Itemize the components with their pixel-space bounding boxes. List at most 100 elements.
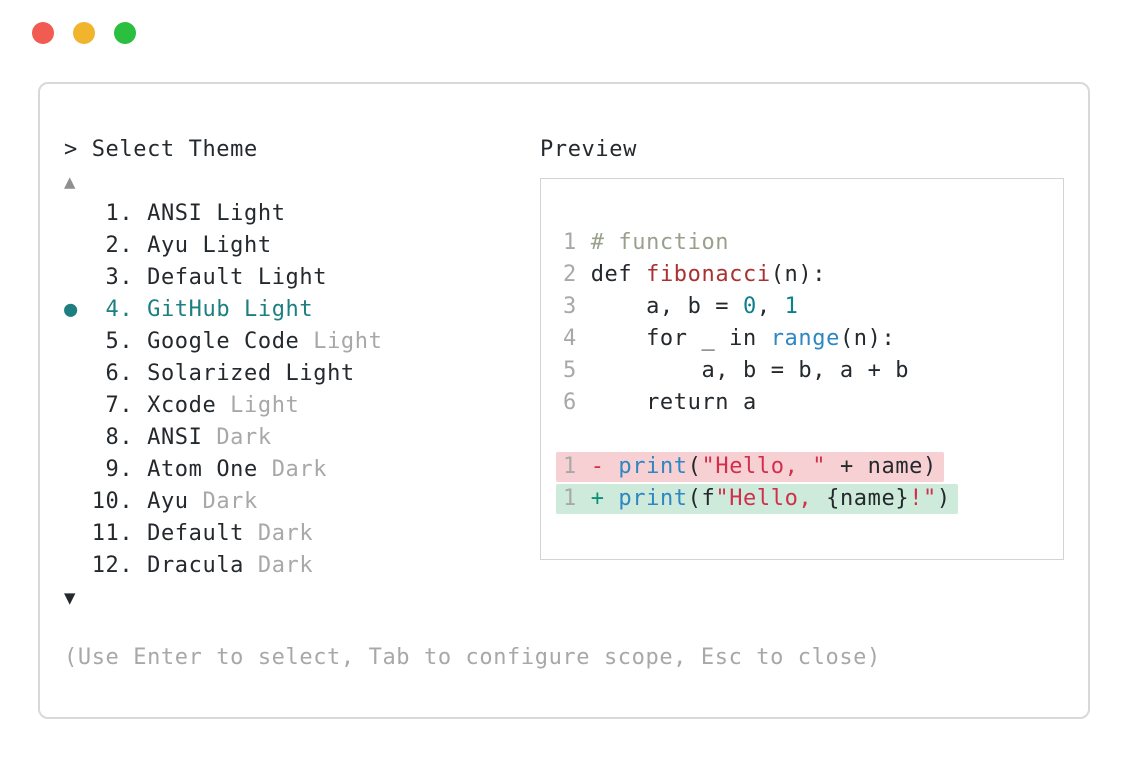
- theme-item-suffix: Dark: [202, 425, 272, 450]
- theme-item-12-dracula-dark[interactable]: 12. Dracula Dark: [64, 550, 540, 582]
- theme-item-7-xcode-light[interactable]: 7. Xcode Light: [64, 390, 540, 422]
- marker-space: [64, 201, 92, 226]
- code-token-text: + name): [826, 454, 937, 479]
- diff-added-highlight: 1 + print(f"Hello, {name}!"): [556, 484, 958, 514]
- theme-item-number: 4.: [91, 297, 148, 322]
- zoom-window-button[interactable]: [114, 22, 136, 44]
- diff-removed-highlight: 1 - print("Hello, " + name): [556, 452, 944, 482]
- theme-item-number: 3.: [91, 265, 148, 290]
- code-token-text: a, b = b, a + b: [590, 358, 910, 383]
- theme-item-number: 6.: [91, 361, 148, 386]
- theme-item-suffix: Light: [299, 329, 383, 354]
- marker-space: [64, 233, 92, 258]
- theme-item-3-default-light[interactable]: 3. Default Light: [64, 262, 540, 294]
- code-line-6: 6 return a: [563, 387, 1063, 419]
- theme-item-number: 5.: [91, 329, 148, 354]
- theme-item-2-ayu-light[interactable]: 2. Ayu Light: [64, 230, 540, 262]
- theme-item-name: ANSI: [147, 201, 203, 226]
- close-window-button[interactable]: [32, 22, 54, 44]
- preview-label: Preview: [540, 137, 637, 162]
- dialog-title: > Select Theme: [64, 137, 258, 162]
- code-token-text: {name}: [826, 486, 910, 511]
- window-controls: [32, 22, 136, 44]
- code-token-comment: # function: [590, 230, 730, 255]
- marker-space: [64, 329, 92, 354]
- theme-item-8-ansi-dark[interactable]: 8. ANSI Dark: [64, 422, 540, 454]
- theme-item-suffix: Dark: [244, 553, 314, 578]
- code-token-text: for _ in: [590, 326, 771, 351]
- code-token-builtin: range: [770, 326, 840, 351]
- theme-picker-dialog: > Select Theme ▲ 1. ANSI Light 2. Ayu Li…: [38, 82, 1090, 719]
- code-token-text: (: [687, 454, 702, 479]
- theme-item-name: Google Code: [147, 329, 300, 354]
- code-token-text: (n):: [770, 262, 827, 287]
- code-token-builtin: print: [618, 486, 688, 511]
- code-token-number: 1: [784, 294, 799, 319]
- theme-item-name: Default: [147, 521, 245, 546]
- theme-item-number: 7.: [91, 393, 148, 418]
- theme-item-number: 12.: [91, 553, 148, 578]
- theme-item-suffix: Light: [188, 233, 272, 258]
- minimize-window-button[interactable]: [73, 22, 95, 44]
- marker-space: [64, 489, 92, 514]
- theme-item-name: GitHub: [147, 297, 231, 322]
- theme-item-name: Solarized: [147, 361, 272, 386]
- theme-item-suffix: Light: [216, 393, 300, 418]
- theme-list: 1. ANSI Light 2. Ayu Light 3. Default Li…: [64, 198, 540, 582]
- code-line-7: [563, 419, 1063, 451]
- theme-item-1-ansi-light[interactable]: 1. ANSI Light: [64, 198, 540, 230]
- line-number: 3: [563, 294, 591, 319]
- theme-item-name: ANSI: [147, 425, 203, 450]
- scroll-down-indicator[interactable]: ▼: [64, 587, 77, 609]
- marker-space: [64, 521, 92, 546]
- theme-item-name: Xcode: [147, 393, 217, 418]
- theme-item-5-google-code-light[interactable]: 5. Google Code Light: [64, 326, 540, 358]
- theme-item-suffix: Dark: [244, 521, 314, 546]
- code-line-5: 5 a, b = b, a + b: [563, 355, 1063, 387]
- theme-item-suffix: Light: [202, 201, 286, 226]
- theme-item-name: Default: [147, 265, 245, 290]
- code-token-diff-minus: -: [590, 454, 619, 479]
- theme-item-11-default-dark[interactable]: 11. Default Dark: [64, 518, 540, 550]
- theme-item-number: 11.: [91, 521, 148, 546]
- theme-item-number: 8.: [91, 425, 148, 450]
- theme-item-6-solarized-light[interactable]: 6. Solarized Light: [64, 358, 540, 390]
- code-line-diff-added: 1 + print(f"Hello, {name}!"): [556, 483, 1063, 515]
- code-token-text: (n):: [839, 326, 896, 351]
- theme-item-4-github-light[interactable]: ● 4. GitHub Light: [64, 294, 540, 326]
- line-number: 4: [563, 326, 591, 351]
- code-line-diff-removed: 1 - print("Hello, " + name): [556, 451, 1063, 483]
- line-number: 5: [563, 358, 591, 383]
- theme-item-number: 2.: [91, 233, 148, 258]
- code-token-text: def: [590, 262, 647, 287]
- theme-item-number: 9.: [91, 457, 148, 482]
- code-token-func: fibonacci: [646, 262, 771, 287]
- theme-list-pane: > Select Theme ▲ 1. ANSI Light 2. Ayu Li…: [64, 134, 540, 614]
- theme-item-10-ayu-dark[interactable]: 10. Ayu Dark: [64, 486, 540, 518]
- theme-item-suffix: Dark: [257, 457, 328, 482]
- dialog-columns: > Select Theme ▲ 1. ANSI Light 2. Ayu Li…: [64, 134, 1064, 614]
- selected-bullet-icon: ●: [64, 297, 92, 322]
- line-number: 6: [563, 390, 591, 415]
- scroll-up-indicator[interactable]: ▲: [64, 171, 77, 193]
- code-token-diff-plus: +: [590, 486, 619, 511]
- code-line-4: 4 for _ in range(n):: [563, 323, 1063, 355]
- code-token-builtin: print: [618, 454, 688, 479]
- marker-space: [64, 457, 92, 482]
- theme-item-suffix: Light: [271, 361, 355, 386]
- code-token-string: !": [909, 486, 937, 511]
- marker-space: [64, 553, 92, 578]
- code-line-1: 1 # function: [563, 227, 1063, 259]
- theme-item-number: 1.: [91, 201, 148, 226]
- code-token-string: "Hello, ": [701, 454, 827, 479]
- theme-item-name: Ayu: [147, 233, 189, 258]
- theme-item-9-atom-one-dark[interactable]: 9. Atom One Dark: [64, 454, 540, 486]
- marker-space: [64, 393, 92, 418]
- code-token-number: 0: [743, 294, 757, 319]
- theme-item-number: 10.: [91, 489, 148, 514]
- code-token-text: (f: [687, 486, 716, 511]
- code-token-text: ): [936, 486, 951, 511]
- line-number: 1: [563, 454, 591, 479]
